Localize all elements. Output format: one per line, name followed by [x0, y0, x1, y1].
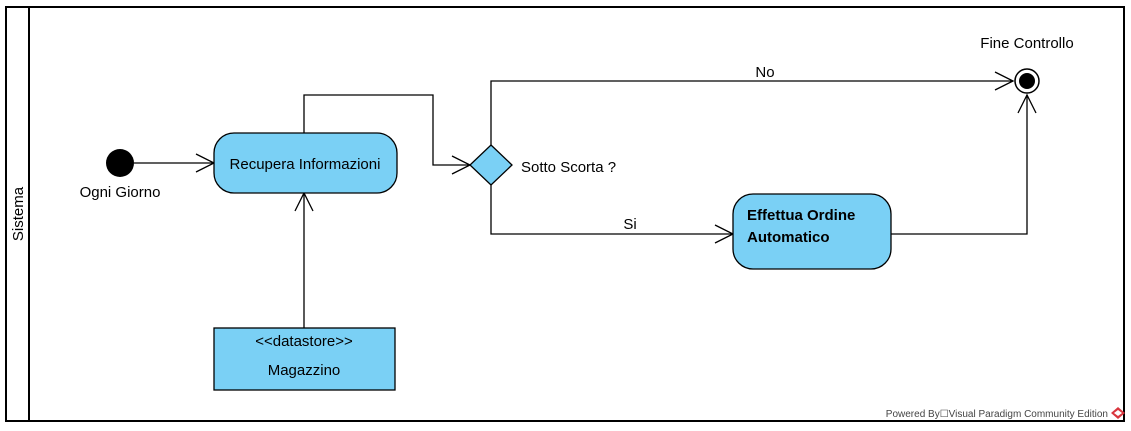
action-effettua-ordine[interactable]: [732, 193, 892, 270]
decision-node[interactable]: [469, 144, 513, 186]
datastore-magazzino[interactable]: [213, 327, 396, 391]
swimlane-frame: [5, 6, 1125, 422]
powered-by-footer: Powered By☐Visual Paradigm Community Edi…: [886, 409, 1108, 420]
datastore-stereotype: <<datastore>>: [255, 333, 353, 350]
final-node-core: [1019, 73, 1035, 89]
action-effettua-label-line1: Effettua Ordine: [747, 207, 855, 224]
action-recupera-label: Recupera Informazioni: [230, 156, 381, 173]
edge-si[interactable]: [490, 185, 735, 244]
edge-no-label: No: [755, 64, 774, 81]
action-recupera-informazioni[interactable]: [213, 132, 398, 194]
swimlane-label: Sistema: [10, 186, 27, 241]
visual-paradigm-logo-icon: [1111, 407, 1125, 419]
final-node-label: Fine Controllo: [980, 35, 1073, 52]
datastore-name: Magazzino: [268, 362, 341, 379]
edge-si-label: Si: [623, 216, 636, 233]
edge-effettua-to-final[interactable]: [891, 93, 1037, 235]
initial-node-label: Ogni Giorno: [80, 184, 161, 201]
initial-node[interactable]: [106, 149, 134, 177]
edge-no[interactable]: [490, 71, 1015, 145]
decision-label: Sotto Scorta ?: [521, 159, 616, 176]
action-effettua-label-line2: Automatico: [747, 229, 830, 246]
edge-recupera-to-decision[interactable]: [303, 94, 472, 175]
